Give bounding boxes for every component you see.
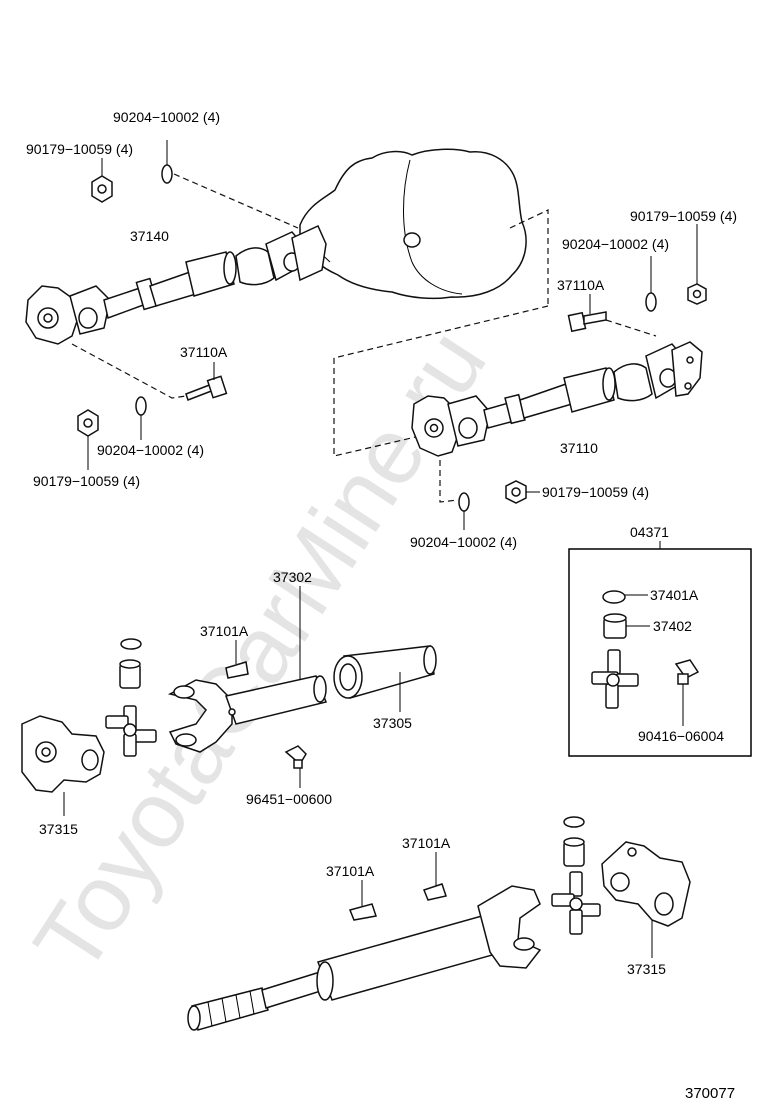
label-37305: 37305 xyxy=(373,715,412,731)
balance-weight-37101A-a xyxy=(225,640,249,679)
label-37110: 37110 xyxy=(560,440,598,456)
label-37101A-c: 37101A xyxy=(402,835,451,851)
washer-90204-mid xyxy=(458,492,470,530)
propeller-shaft-37140 xyxy=(25,225,327,345)
dust-sleeve-37305 xyxy=(333,645,437,712)
propeller-shaft-37110 xyxy=(411,341,703,457)
label-90204-top: 90204−10002 (4) xyxy=(113,109,220,125)
bolt-37110A-right xyxy=(567,294,607,333)
washer-90204-left xyxy=(135,396,147,440)
label-37302: 37302 xyxy=(273,569,312,585)
slip-yoke-37302 xyxy=(167,675,328,753)
label-96451: 96451−00600 xyxy=(246,791,332,807)
grease-fitting-90416 xyxy=(674,659,700,726)
balance-weight-37101A-c xyxy=(423,852,447,901)
part-labels: 90204−10002 (4) 90179−10059 (4) 37140 90… xyxy=(26,109,737,1102)
washer-90204-top xyxy=(161,140,173,184)
label-37110A-left: 37110A xyxy=(180,344,228,360)
nut-90179-left xyxy=(77,409,99,470)
nut-90179-top-right xyxy=(687,224,707,305)
spider-upper xyxy=(105,638,157,757)
label-90179-top-right: 90179−10059 (4) xyxy=(630,208,737,224)
label-37101A-a: 37101A xyxy=(200,623,249,639)
diagram-code: 370077 xyxy=(685,1085,735,1102)
label-04371: 04371 xyxy=(630,524,669,540)
nut-90179-mid xyxy=(505,480,540,504)
label-90204-right: 90204−10002 (4) xyxy=(562,236,669,252)
label-37402: 37402 xyxy=(653,618,692,634)
label-90179-left: 90179−10059 (4) xyxy=(33,473,140,489)
label-37315-a: 37315 xyxy=(39,821,78,837)
kit-box-04371 xyxy=(568,541,752,757)
lower-propeller-shaft xyxy=(187,885,542,1031)
label-37401A: 37401A xyxy=(650,587,699,603)
label-37140: 37140 xyxy=(130,228,169,244)
spider-kit xyxy=(591,649,639,709)
flange-yoke-37315-b xyxy=(601,841,691,958)
label-37101A-b: 37101A xyxy=(326,863,375,879)
balance-weight-37101A-b xyxy=(348,880,377,921)
label-90179-top-left: 90179−10059 (4) xyxy=(26,141,133,157)
transmission-housing xyxy=(299,148,527,300)
washer-90204-right xyxy=(645,256,657,312)
alignment-box-37110 xyxy=(333,209,657,503)
label-90204-mid: 90204−10002 (4) xyxy=(410,534,517,550)
label-90416: 90416−06004 xyxy=(638,728,724,744)
label-90204-left: 90204−10002 (4) xyxy=(97,442,204,458)
spider-lower xyxy=(551,816,601,935)
label-37315-b: 37315 xyxy=(627,961,666,977)
label-90179-mid: 90179−10059 (4) xyxy=(542,484,649,500)
flange-yoke-37315-a xyxy=(21,715,105,816)
grease-fitting-96451 xyxy=(284,745,307,788)
nut-90179-top-left xyxy=(91,158,113,203)
label-37110A-right: 37110A xyxy=(557,277,605,293)
bolt-37110A-left xyxy=(185,362,228,401)
